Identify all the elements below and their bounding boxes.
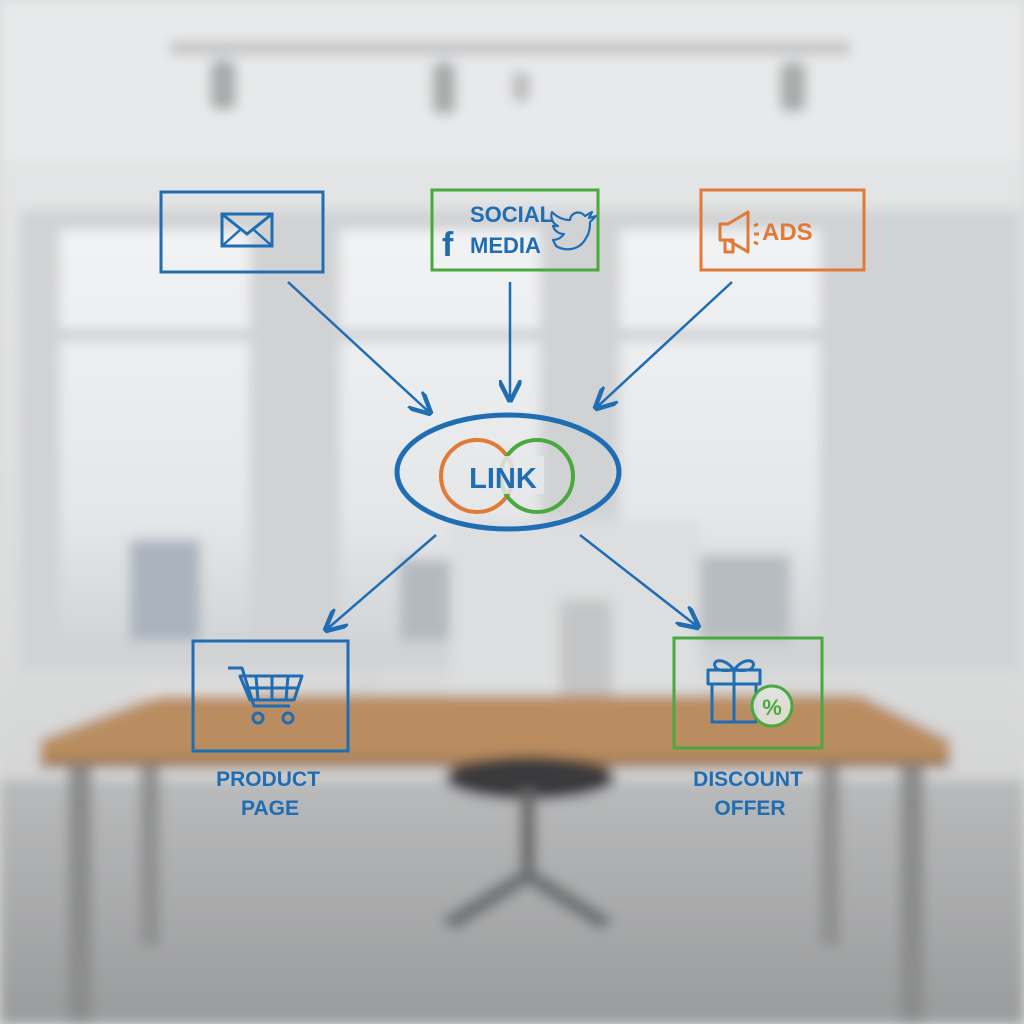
twitter-icon [550,210,598,251]
link-label: LINK [469,463,537,495]
product-page-label-line1: PRODUCT [216,768,320,791]
svg-text:%: % [762,695,782,720]
ads-box [699,188,866,272]
edge-email-to-link [287,281,430,413]
discount-offer-label-line2: OFFER [714,797,785,820]
social-media-node: f SOCIAL MEDIA [430,188,600,272]
product-page-node: PRODUCT PAGE [191,639,350,820]
ads-node: ADS [699,188,866,272]
edge-link-to-product [326,534,437,630]
link-hub: LINK [394,412,622,532]
product-page-box [191,639,350,753]
facebook-icon: f [442,226,454,264]
social-media-label-line2: MEDIA [470,233,541,258]
social-media-box [430,188,600,272]
link-ellipse [394,412,622,532]
social-media-label-line1: SOCIAL [470,202,553,227]
shopping-cart-icon [228,666,304,725]
discount-offer-node: % DISCOUNT OFFER [672,636,824,820]
email-box [159,190,325,274]
discount-offer-label-line1: DISCOUNT [693,768,803,791]
product-page-label-line2: PAGE [241,797,299,820]
megaphone-icon [718,210,759,254]
edge-link-to-discount [579,534,698,627]
discount-offer-box [672,636,824,750]
edge-ads-to-link [596,281,733,408]
envelope-icon [220,212,274,248]
ads-label: ADS [762,219,813,246]
gift-percent-icon: % [706,659,794,728]
email-node [159,190,325,274]
